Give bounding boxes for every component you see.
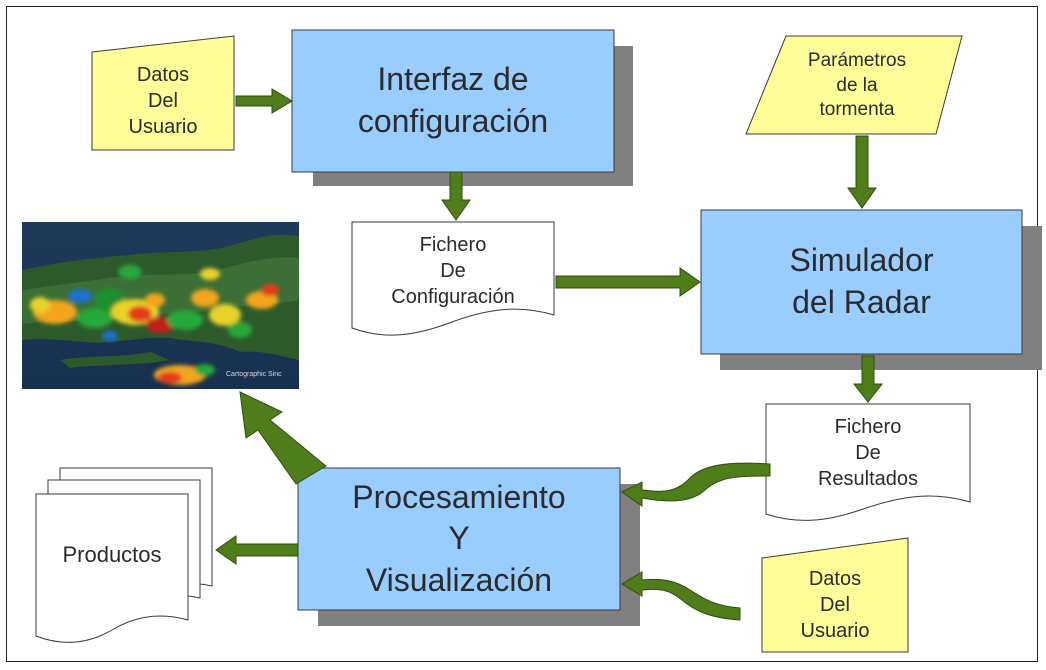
arrow-procesamiento-to-radar xyxy=(239,391,327,485)
interfaz-box xyxy=(291,29,615,173)
datos-usuario-top-shape xyxy=(91,35,235,151)
datos-usuario-bottom-label: Datos Del Usuario xyxy=(800,568,870,642)
arrow-simulador-to-resultados xyxy=(852,355,884,403)
arrow-parametros-to-simulador xyxy=(847,135,877,209)
procesamiento-label: Procesamiento Y Visualización xyxy=(352,478,566,598)
arrow-resultados-to-procesamiento xyxy=(621,462,771,507)
datos-usuario-top-label: Datos Del Usuario xyxy=(128,64,198,138)
parametros-shape xyxy=(745,35,963,135)
procesamiento-box xyxy=(297,467,621,611)
arrow-datos-to-procesamiento xyxy=(621,571,741,621)
fichero-config-shape xyxy=(351,221,555,336)
fichero-resultados-shape xyxy=(765,403,971,521)
productos-shape xyxy=(35,467,213,643)
interfaz-label: Interfaz de configuración xyxy=(357,61,549,139)
arrows xyxy=(215,88,884,621)
simulador-label: Simulador del Radar xyxy=(789,242,934,320)
datos-usuario-bottom-shape xyxy=(761,537,909,653)
simulador-box xyxy=(700,209,1023,355)
arrow-procesamiento-to-productos xyxy=(215,535,299,565)
radar-image xyxy=(22,222,299,389)
arrow-fichero-to-simulador xyxy=(555,267,701,297)
radar-watermark: Cartographic Sinc xyxy=(226,371,282,378)
fichero-resultados-label: Fichero De Resultados xyxy=(817,416,919,490)
parametros-label: Parámetros de la tormenta xyxy=(807,49,907,121)
arrow-datos-to-interfaz xyxy=(235,88,293,114)
fichero-config-label: Fichero De Configuración xyxy=(391,234,515,308)
productos-label: Productos xyxy=(62,541,162,567)
arrow-interfaz-to-fichero xyxy=(441,171,471,221)
